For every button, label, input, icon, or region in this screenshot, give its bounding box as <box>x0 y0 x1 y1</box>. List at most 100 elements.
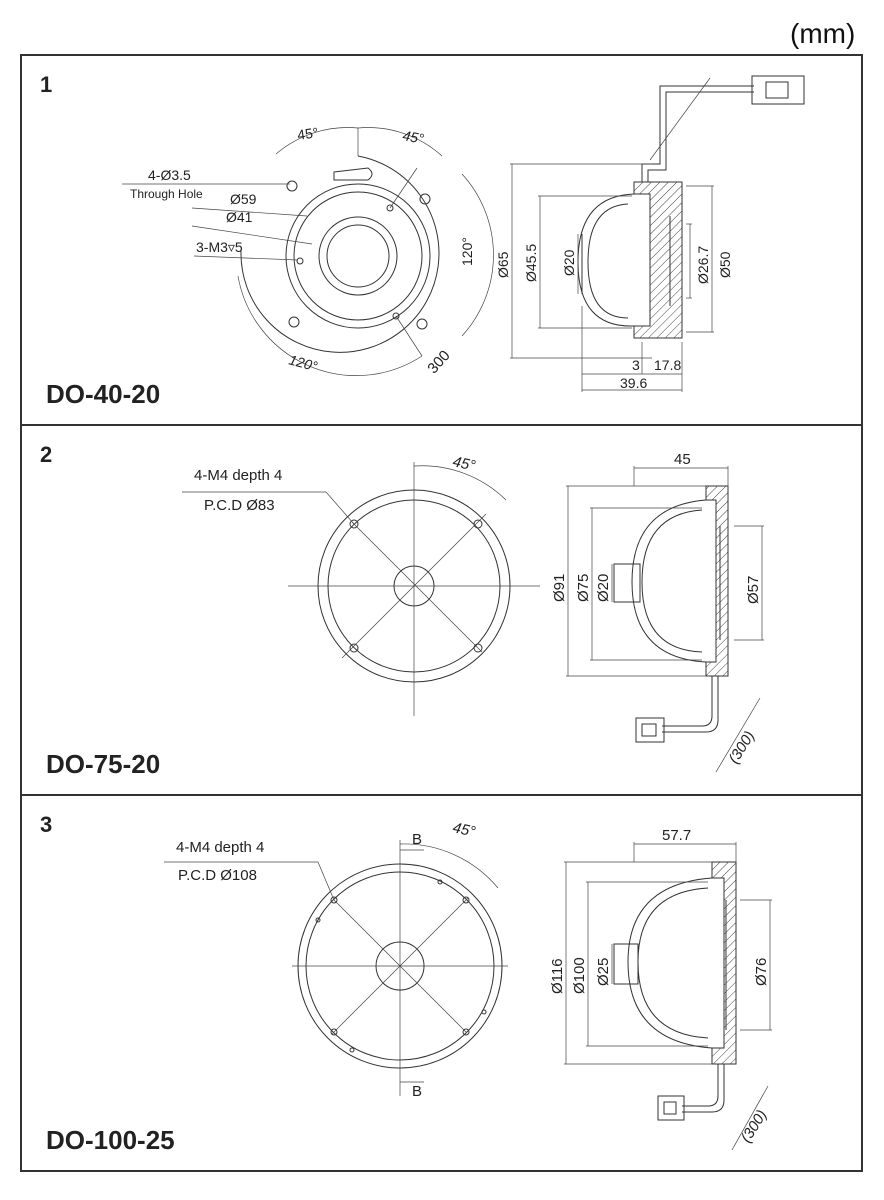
connector <box>641 723 657 737</box>
m4-thread-hole <box>473 643 483 653</box>
angle-arc <box>399 843 499 889</box>
connector <box>635 717 665 743</box>
angle-arc <box>275 127 359 155</box>
mount-hole <box>315 917 321 923</box>
cable <box>682 1064 725 1113</box>
leader-line <box>389 167 418 209</box>
section-wall <box>633 181 683 339</box>
dim-line <box>649 77 711 161</box>
dim-d76: Ø76 <box>753 958 770 986</box>
front-view: 4-Ø3.5 Through Hole Ø59 Ø41 3-M3▿5 45° 4… <box>122 124 494 376</box>
section-wall <box>705 485 729 677</box>
slot <box>333 167 373 181</box>
dim-d267: Ø26.7 <box>695 246 711 284</box>
m3-thread-hole <box>296 257 304 265</box>
dim-d100: Ø100 <box>571 957 588 994</box>
angle-arc <box>357 127 443 157</box>
dome-inner <box>637 887 709 1039</box>
dim-39-6: 39.6 <box>620 375 647 391</box>
hole-note-2: Through Hole <box>130 187 203 201</box>
dome-inner <box>641 509 703 653</box>
outer-flange <box>240 155 440 353</box>
leader-line <box>317 861 335 901</box>
hole-note: 4-Ø3.5 <box>148 167 191 183</box>
leader-line <box>325 491 355 525</box>
bore-outer <box>318 216 398 296</box>
m4-thread-hole <box>462 896 470 904</box>
section-label-top: B <box>412 831 422 848</box>
thread-note: 4-M4 depth 4 <box>176 839 264 856</box>
panel-number: 1 <box>40 72 53 97</box>
leader-line <box>191 225 313 245</box>
side-view: 57.7 Ø116 Ø100 Ø25 Ø76 (300) <box>549 827 772 1151</box>
dim-length: 45 <box>674 451 691 468</box>
through-hole <box>288 316 300 328</box>
angle-45: 45° <box>451 453 477 474</box>
cable <box>641 85 754 182</box>
dim-d75: Ø75 <box>575 574 592 602</box>
mount-hole <box>349 1047 355 1053</box>
m3-thread-hole <box>392 312 400 320</box>
dome-outer <box>631 499 707 663</box>
dim-d455: Ø45.5 <box>523 244 539 282</box>
camera-port <box>613 563 641 603</box>
dim-cable: (300) <box>738 1107 771 1146</box>
angle-45: 45° <box>451 819 477 840</box>
angle-120-bottom: 120° <box>287 351 319 374</box>
model-name: DO-100-25 <box>46 1125 175 1155</box>
panel-do-75-20: 4-M4 depth 4 P.C.D Ø83 45° <box>20 424 863 796</box>
side-view: 300 Ø65 Ø45.5 Ø20 Ø26.7 Ø50 3 17.8 39.6 <box>424 75 805 392</box>
dim-line <box>731 1085 769 1151</box>
bore-inner <box>326 224 390 288</box>
camera-port <box>613 943 639 985</box>
leader-line <box>193 255 299 261</box>
connector <box>657 1095 685 1121</box>
pcd-note: P.C.D Ø83 <box>204 497 275 514</box>
center-line <box>341 513 487 659</box>
angle-45-left: 45° <box>296 124 319 143</box>
through-hole <box>416 318 428 330</box>
m4-thread-hole <box>462 1028 470 1036</box>
angle-45-right: 45° <box>401 127 425 147</box>
section-wall <box>711 861 737 1065</box>
model-name: DO-40-20 <box>46 379 161 409</box>
cable <box>662 676 719 733</box>
dim-length: 57.7 <box>662 827 691 844</box>
dim-3: 3 <box>632 357 640 373</box>
dim-d50: Ø50 <box>717 251 733 278</box>
front-view: 4-M4 depth 4 P.C.D Ø108 45° B B <box>164 819 508 1100</box>
panel-do-40-20: 4-Ø3.5 Through Hole Ø59 Ø41 3-M3▿5 45° 4… <box>20 54 863 426</box>
panel-do-100-25: 4-M4 depth 4 P.C.D Ø108 45° B B <box>20 794 863 1172</box>
drawing-do-40-20: 4-Ø3.5 Through Hole Ø59 Ø41 3-M3▿5 45° 4… <box>122 75 805 392</box>
m4-thread-hole <box>473 519 483 529</box>
thread-note: 3-M3▿5 <box>196 239 243 255</box>
dim-line <box>715 697 761 773</box>
dim-d65: Ø65 <box>495 251 511 278</box>
through-hole <box>419 193 431 205</box>
through-hole <box>286 180 298 192</box>
dim-d57: Ø57 <box>745 576 762 604</box>
cable <box>682 1064 719 1107</box>
dome-outer <box>627 877 713 1049</box>
leader-line <box>191 207 308 217</box>
dim-cable: 300 <box>424 347 453 377</box>
connector <box>663 1101 677 1115</box>
dim-d91: Ø91 <box>551 574 568 602</box>
cable <box>662 676 713 727</box>
angle-arc <box>461 173 494 337</box>
angle-arc <box>237 275 423 376</box>
m4-thread-hole <box>330 1028 338 1036</box>
drawing-do-75-20: 4-M4 depth 4 P.C.D Ø83 45° <box>182 451 764 773</box>
dome-inner <box>587 203 629 319</box>
angle-arc <box>413 465 507 501</box>
side-view: 45 Ø91 Ø75 Ø20 Ø57 (300) <box>551 451 764 773</box>
dim-d59: Ø59 <box>230 191 257 207</box>
panel-number: 3 <box>40 812 53 837</box>
connector <box>765 81 789 99</box>
dim-17-8: 17.8 <box>654 357 681 373</box>
ring-41 <box>293 191 423 321</box>
m3-thread-hole <box>386 204 394 212</box>
angle-120-right: 120° <box>459 237 475 266</box>
model-name: DO-75-20 <box>46 749 161 779</box>
dim-d20: Ø20 <box>561 249 577 276</box>
